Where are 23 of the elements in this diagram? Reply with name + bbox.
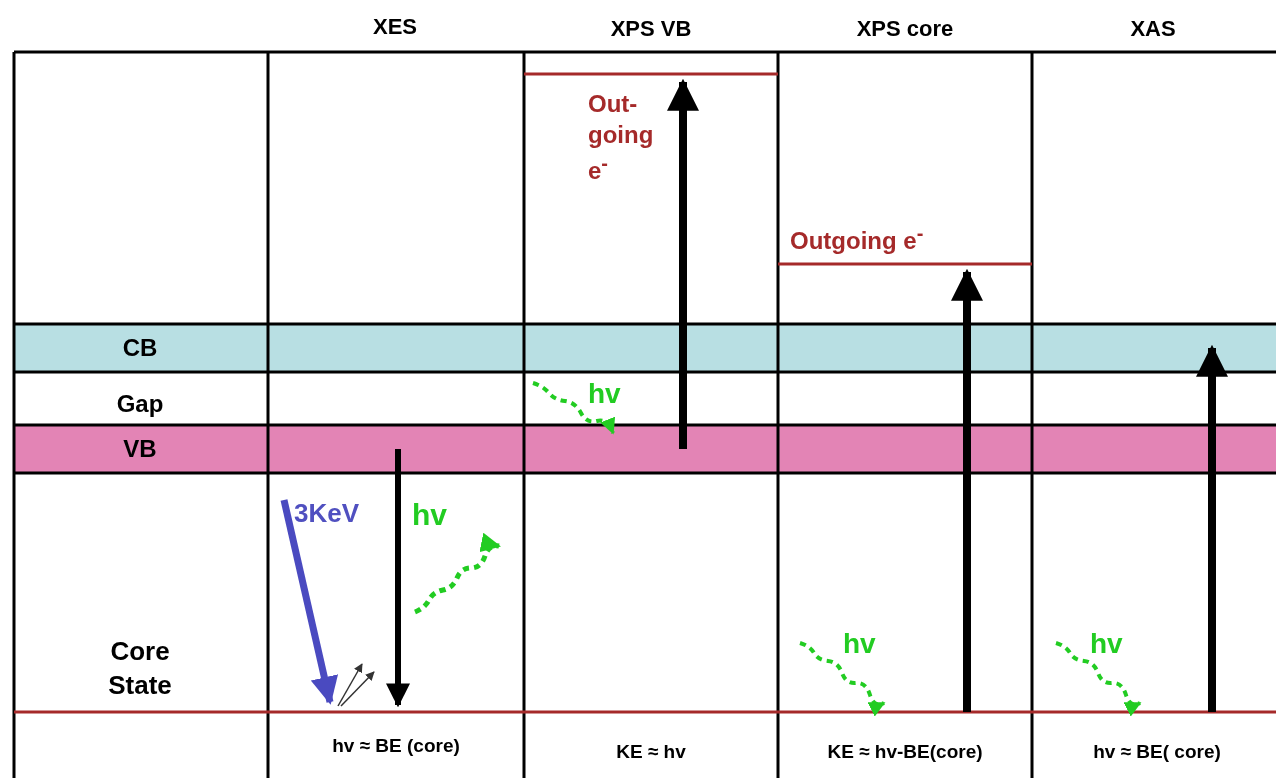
conduction-band <box>14 324 1276 372</box>
photon-label: hv <box>588 378 621 410</box>
transition-arrow <box>667 78 699 449</box>
band-label: VB <box>122 435 158 463</box>
electron-label: Outgoing e$^{-}$ <box>790 222 924 255</box>
formula-label: KE ≈ hv <box>616 741 686 763</box>
valence-band <box>14 425 1276 473</box>
photon-label: hv <box>412 498 447 532</box>
column-header: XES <box>373 14 417 40</box>
energy-label: 3KeV <box>294 498 360 529</box>
transition-arrow <box>386 449 410 708</box>
state-label: Core State <box>107 635 173 702</box>
formula-label: KE ≈ hv-BE(core) <box>827 741 983 763</box>
photon-label: hv <box>843 628 876 660</box>
column-header: XAS <box>1130 16 1176 42</box>
column-header: XPS core <box>856 16 954 42</box>
band-label: CB <box>121 334 159 362</box>
band-label: Gap <box>116 390 164 418</box>
formula-label: hv ≈ BE (core) <box>332 735 460 757</box>
column-header: XPS VB <box>610 16 692 42</box>
photon-label: hv <box>1090 628 1123 660</box>
electron-label: Out- going e$^{-}$ <box>588 89 655 187</box>
formula-label: hv ≈ BE( core) <box>1093 741 1221 763</box>
